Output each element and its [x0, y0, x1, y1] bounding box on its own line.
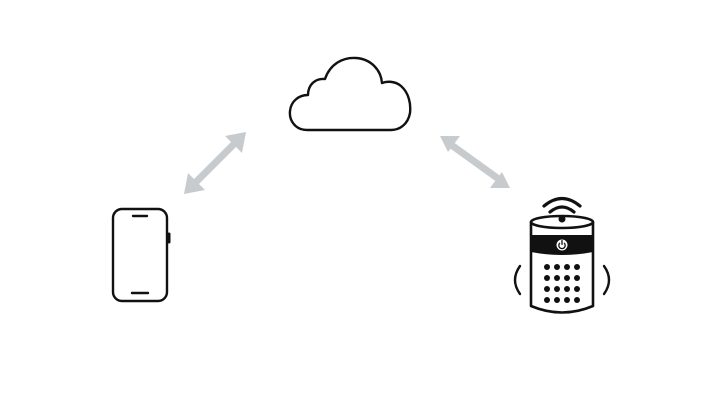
bidirectional-arrow-cloud-speaker [440, 136, 510, 188]
smartphone-icon [111, 207, 171, 303]
bidirectional-arrow-phone-cloud [184, 132, 246, 194]
cloud-icon [288, 56, 412, 132]
smart-speaker-icon [513, 196, 611, 314]
